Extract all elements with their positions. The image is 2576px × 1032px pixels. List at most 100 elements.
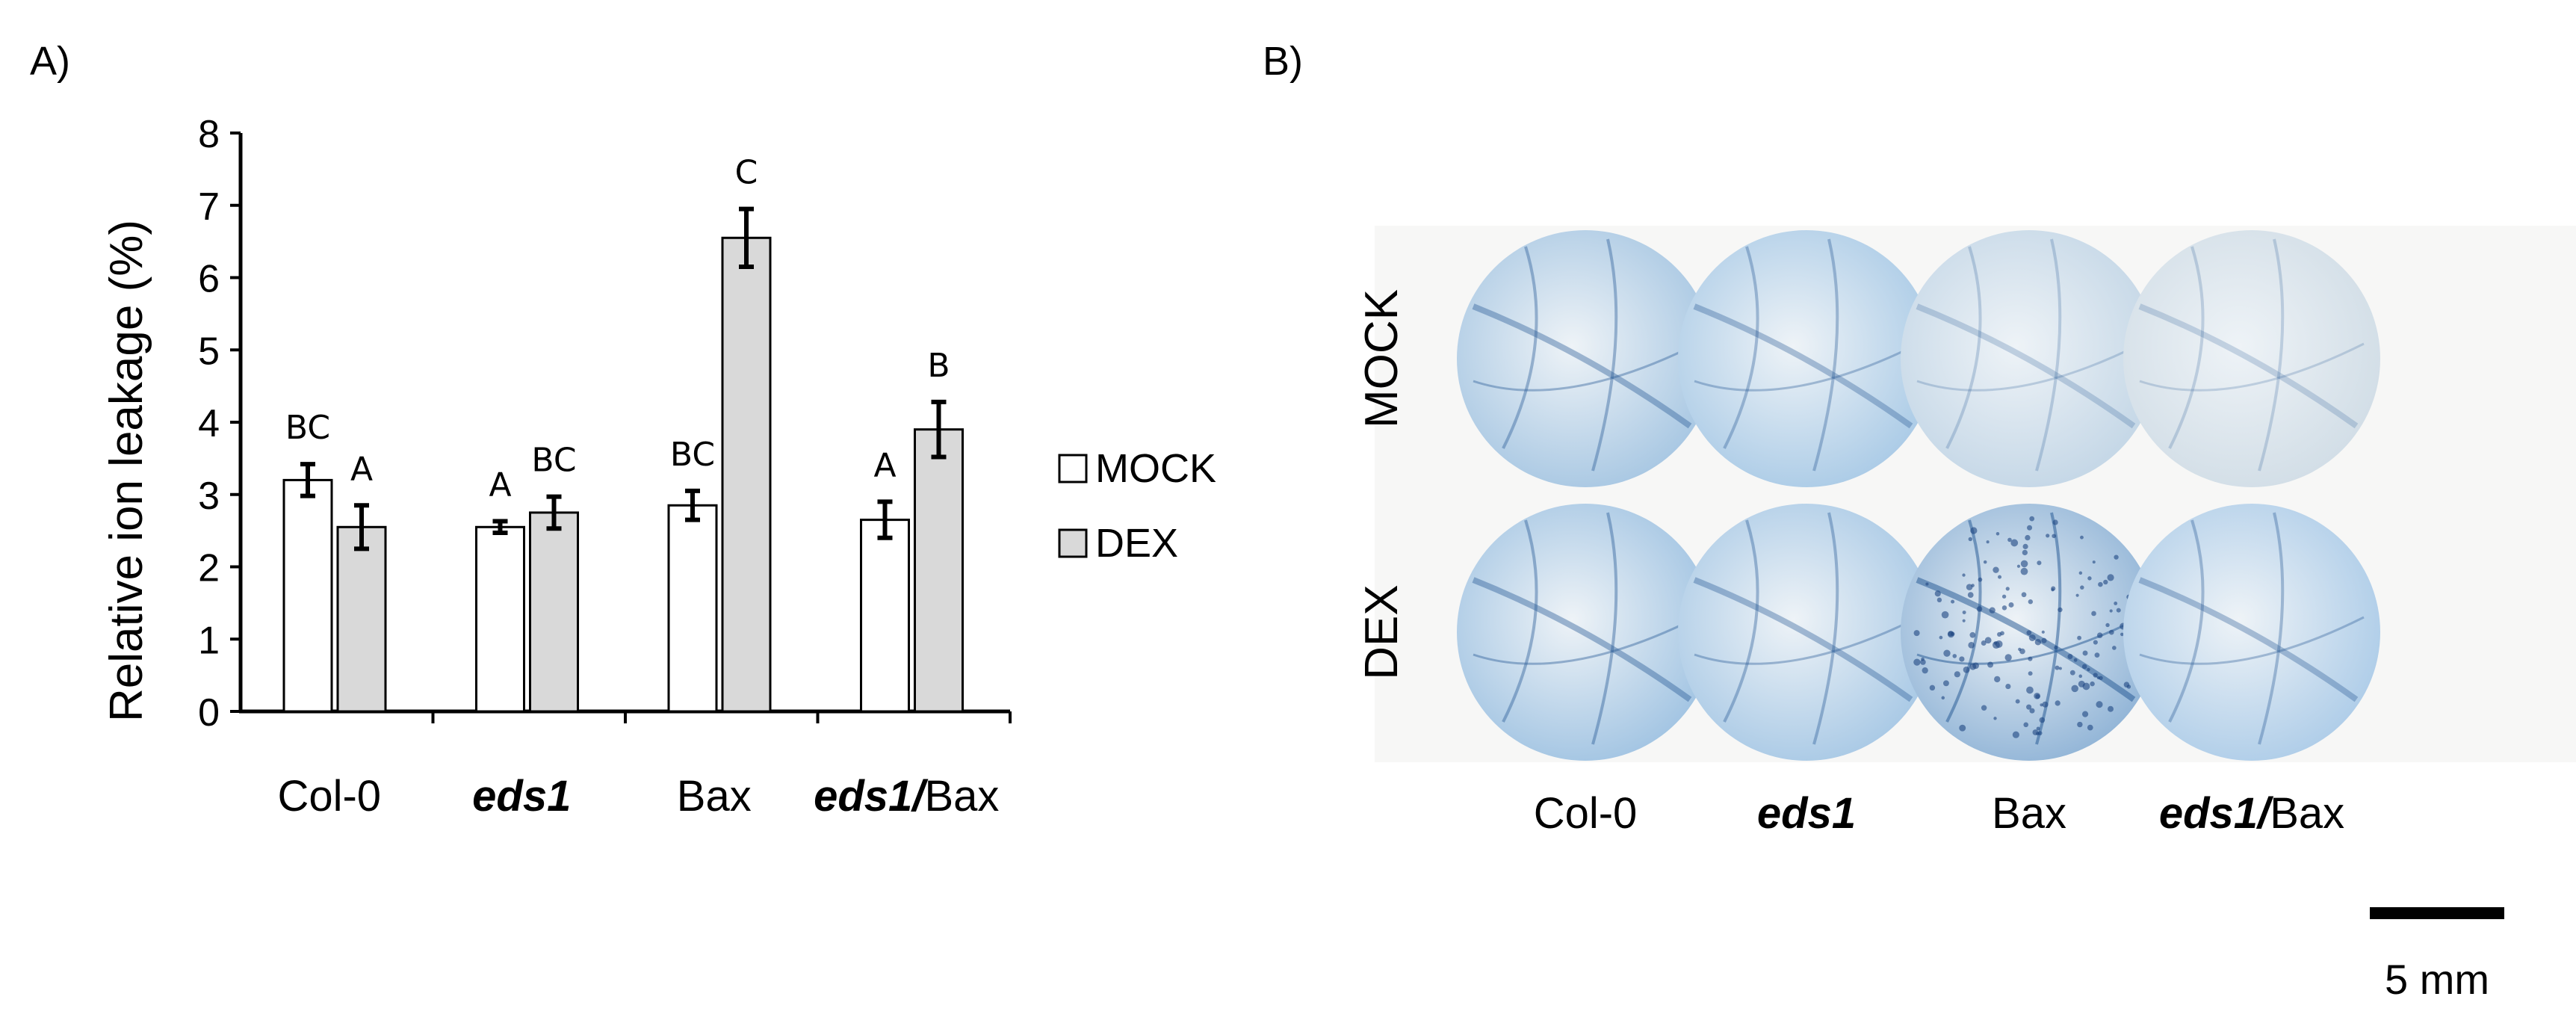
stain-speckle: [2004, 654, 2012, 661]
vein-branch-3: [1694, 342, 1919, 392]
significance-letter-mock-col-0: BC: [285, 409, 330, 447]
stain-speckle: [2046, 534, 2050, 538]
significance-letter-dex-bax: C: [735, 154, 758, 192]
vein-branch-1: [1723, 519, 1759, 723]
stain-speckle: [2078, 680, 2085, 688]
disc-body: [1901, 230, 2158, 487]
stain-speckle: [2058, 607, 2063, 613]
stain-speckle: [2037, 731, 2043, 736]
stain-speckle: [2112, 646, 2117, 650]
stain-speckle: [1943, 649, 1951, 657]
stain-speckle: [2103, 579, 2108, 585]
stain-speckle: [1963, 666, 1970, 673]
vein-branch-1: [1945, 519, 1982, 723]
stain-speckle: [2012, 731, 2019, 738]
vein-branch-2: [2035, 512, 2062, 745]
significance-letter-dex-col-0: A: [350, 450, 373, 488]
vein-main: [2138, 303, 2359, 429]
stain-speckle: [2026, 686, 2034, 694]
stain-speckle: [2005, 587, 2010, 591]
leaf-disc-dex-eds1-bax: [2123, 504, 2380, 761]
x-tick-label-col-0-plain-part: Col-0: [277, 772, 381, 821]
stain-speckle: [1989, 607, 1996, 614]
y-tick-label-6: 6: [198, 258, 220, 301]
stain-speckle: [2120, 632, 2124, 637]
stain-speckle: [2073, 658, 2078, 662]
stain-speckle: [2051, 586, 2056, 591]
legend-swatch-mock: [1058, 454, 1088, 483]
column-label-eds1-italic-part: eds1: [1757, 789, 1856, 838]
stain-speckle: [1994, 676, 2001, 683]
stain-speckle: [2080, 585, 2084, 590]
stain-speckle: [2126, 685, 2131, 689]
stain-speckle: [2055, 665, 2060, 670]
vein-branch-1: [1502, 246, 1538, 449]
column-label-bax-plain-part: Bax: [1992, 789, 2066, 838]
vein-branch-3: [1916, 616, 2142, 665]
stain-speckle: [2022, 549, 2028, 556]
stain-speckle: [2005, 684, 2011, 690]
stain-speckle: [1995, 640, 2003, 648]
stain-speckle: [2109, 609, 2113, 613]
disc-body: [1678, 504, 1935, 761]
significance-letter-dex-eds1: BC: [531, 442, 576, 480]
stain-speckle: [2087, 576, 2092, 581]
vein-branch-2: [2035, 238, 2062, 472]
vein-branch-2: [1812, 512, 1839, 745]
stain-speckle: [1993, 717, 1997, 720]
leaf-discs: [1457, 230, 2380, 761]
x-tick-label-eds1: eds1: [472, 772, 571, 821]
stain-speckle: [2094, 652, 2100, 658]
stain-speckle: [2098, 581, 2103, 587]
stain-speckle: [1983, 560, 1987, 564]
stain-speckle: [1969, 663, 1977, 670]
vein-main: [2138, 577, 2359, 702]
stain-speckle: [2096, 701, 2103, 708]
stain-speckle: [2001, 594, 2007, 599]
stain-speckle: [2108, 705, 2114, 712]
x-tick-label-eds1-bax-italic-part: eds1/: [814, 772, 929, 821]
stain-speckle: [2114, 602, 2118, 605]
vein-main: [1472, 577, 1692, 702]
stain-speckle: [2028, 634, 2036, 641]
legend-label-mock: MOCK: [1095, 446, 1216, 491]
leaf-disc-mock-eds1: [1678, 230, 1935, 487]
stain-speckle: [1925, 582, 1929, 586]
stain-speckle: [2026, 704, 2032, 710]
stain-speckle: [2082, 650, 2088, 656]
significance-letter-dex-eds1-bax: B: [927, 347, 950, 385]
y-tick-label-4: 4: [198, 402, 220, 445]
stain-speckle: [2041, 630, 2045, 634]
stain-speckle: [2001, 605, 2007, 611]
stain-speckle: [1929, 685, 1936, 691]
stain-speckle: [2052, 519, 2058, 525]
bar-dex-bax: [721, 236, 772, 713]
stain-speckle: [1968, 641, 1975, 649]
stain-speckle: [1970, 527, 1978, 534]
stain-speckle: [1971, 584, 1975, 587]
stain-speckle: [2093, 640, 2098, 645]
stain-speckle: [2080, 535, 2084, 540]
stain-speckle: [2078, 571, 2083, 575]
stain-speckle: [1948, 631, 1954, 637]
stain-speckle: [1976, 606, 1983, 612]
legend-label-dex: DEX: [1095, 521, 1178, 566]
stain-speckle: [1952, 654, 1957, 658]
stain-speckle: [1941, 611, 1949, 619]
stain-speckle: [1941, 696, 1945, 700]
column-label-eds1: eds1: [1757, 789, 1856, 838]
stain-speckle: [2029, 516, 2035, 522]
stain-speckle: [2114, 554, 2119, 560]
stain-speckle: [2021, 592, 2027, 598]
vein-main: [1472, 303, 1692, 429]
column-label-eds1-bax-plain-part: Bax: [2270, 789, 2344, 838]
stain-speckle: [1922, 667, 1928, 674]
stain-speckle: [1962, 611, 1966, 615]
stain-speckle: [2087, 667, 2090, 672]
y-tick-label-0: 0: [198, 691, 220, 735]
stain-speckle: [1987, 661, 1994, 668]
stain-speckle: [2034, 639, 2042, 646]
